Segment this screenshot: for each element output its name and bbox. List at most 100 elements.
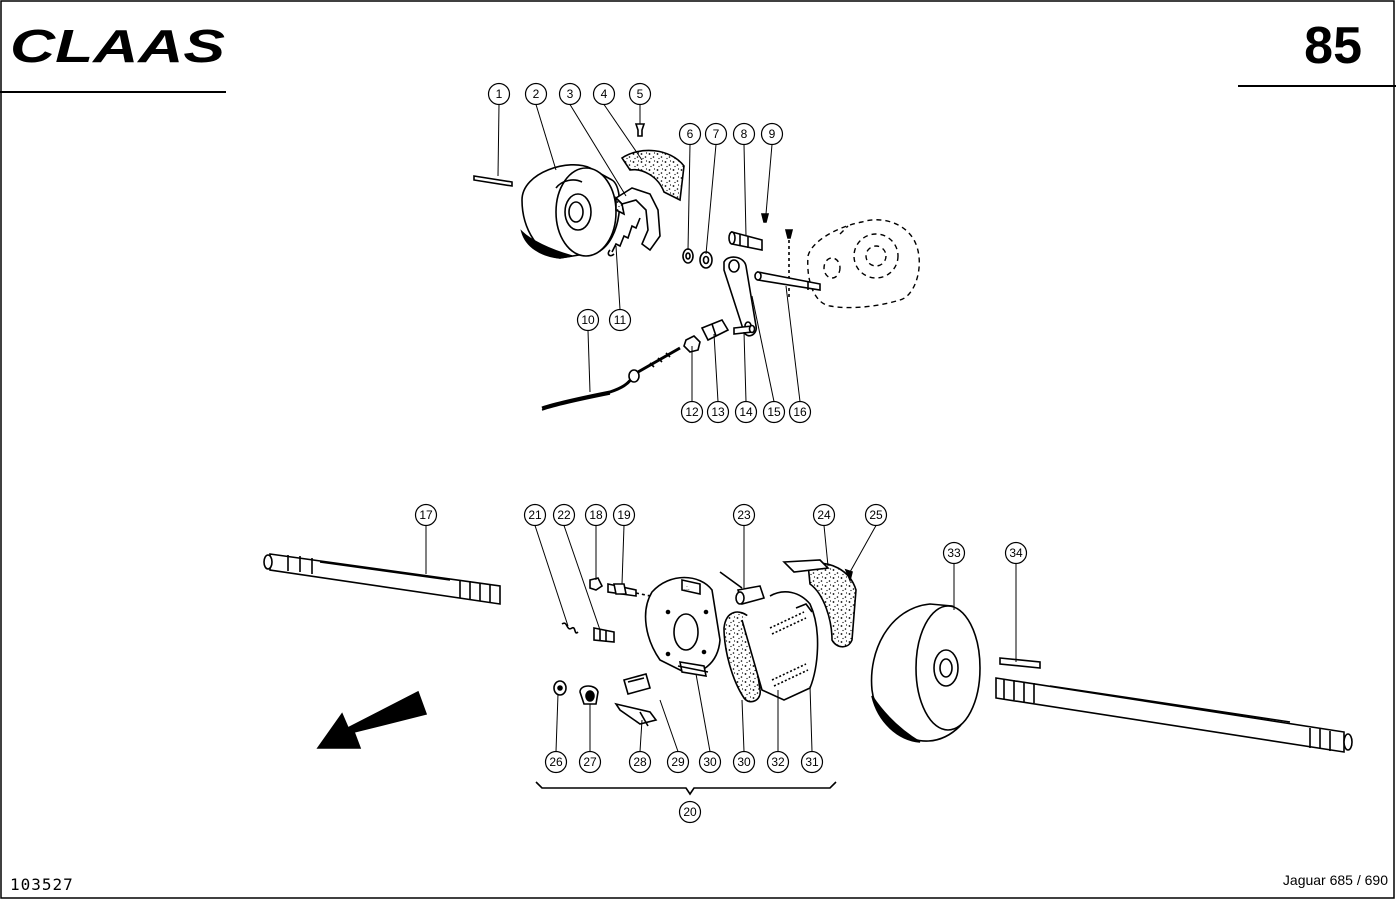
leader-line bbox=[785, 285, 801, 402]
callout-5: 5 bbox=[628, 82, 652, 106]
callout-label: 23 bbox=[737, 508, 751, 522]
part-nut-12 bbox=[683, 335, 701, 353]
callout-12: 12 bbox=[680, 400, 704, 424]
callout-circle bbox=[760, 122, 784, 146]
part-clip-29 bbox=[677, 665, 709, 673]
part-lever-15 bbox=[723, 256, 758, 337]
callout-label: 10 bbox=[581, 313, 595, 327]
callout-circle bbox=[628, 750, 652, 774]
callout-10: 10 bbox=[576, 308, 600, 332]
callout-circle bbox=[592, 82, 616, 106]
callout-label: 7 bbox=[713, 127, 720, 141]
part-washer-6 bbox=[682, 248, 694, 264]
callout-label: 34 bbox=[1009, 546, 1023, 560]
leader-line bbox=[809, 685, 813, 752]
part-washer-7 bbox=[699, 251, 713, 269]
callout-circle bbox=[558, 82, 582, 106]
callout-17: 17 bbox=[414, 503, 438, 527]
callout-label: 18 bbox=[589, 508, 603, 522]
part-key-33 bbox=[999, 657, 1041, 669]
callout-circle bbox=[578, 750, 602, 774]
leader-line bbox=[603, 104, 643, 161]
leader-line bbox=[695, 673, 711, 752]
callout-24: 24 bbox=[812, 503, 836, 527]
leader-line bbox=[823, 525, 829, 567]
leader-line bbox=[713, 333, 719, 402]
part-block-27 bbox=[623, 673, 651, 695]
leader-line bbox=[555, 693, 559, 752]
callout-1: 1 bbox=[487, 82, 511, 106]
callout-label: 11 bbox=[614, 313, 627, 327]
leader-line bbox=[705, 144, 717, 255]
lower-assembly: .:. bbox=[263, 553, 1353, 796]
callout-label: 30 bbox=[703, 755, 717, 769]
leader-line bbox=[741, 699, 745, 752]
brand-logo: CLAAS bbox=[10, 20, 225, 72]
callout-label: 4 bbox=[601, 87, 608, 101]
callout-label: 12 bbox=[685, 405, 699, 419]
part-lever-28 bbox=[614, 702, 658, 727]
leader-line bbox=[751, 295, 775, 402]
callout-26: 26 bbox=[544, 750, 568, 774]
callout-circle bbox=[1004, 541, 1028, 565]
callout-circle bbox=[584, 503, 608, 527]
callout-18: 18 bbox=[584, 503, 608, 527]
part-pin-16 bbox=[754, 271, 821, 291]
callout-31: 31 bbox=[800, 750, 824, 774]
part-brake-shoe-3 bbox=[614, 187, 661, 252]
callout-circle bbox=[734, 400, 758, 424]
part-lining-24 bbox=[782, 559, 857, 648]
leader-line bbox=[659, 699, 679, 752]
part-clevis-13 bbox=[700, 319, 730, 342]
callout-label: 25 bbox=[869, 508, 883, 522]
leader-line bbox=[569, 104, 627, 197]
callout-13: 13 bbox=[706, 400, 730, 424]
callout-circle bbox=[706, 400, 730, 424]
callout-circle bbox=[612, 503, 636, 527]
callout-circle bbox=[864, 503, 888, 527]
callout-label: 28 bbox=[633, 755, 647, 769]
callout-16: 16 bbox=[788, 400, 812, 424]
model-label: Jaguar 685 / 690 bbox=[1283, 872, 1388, 888]
callout-circle bbox=[666, 750, 690, 774]
callout-30: 30 bbox=[732, 750, 756, 774]
group-bracket-20 bbox=[535, 781, 837, 796]
callout-11: 11 bbox=[608, 308, 632, 332]
leader-line bbox=[587, 330, 591, 393]
callout-21: 21 bbox=[523, 503, 547, 527]
leader-line bbox=[563, 525, 601, 631]
leader-lines bbox=[425, 104, 1017, 752]
callout-circle bbox=[576, 308, 600, 332]
callout-label: 15 bbox=[767, 405, 781, 419]
callout-label: 24 bbox=[817, 508, 831, 522]
callout-circle bbox=[524, 82, 548, 106]
callout-25: 25 bbox=[864, 503, 888, 527]
direction-arrow bbox=[316, 690, 428, 749]
callout-23: 23 bbox=[732, 503, 756, 527]
callout-label: 19 bbox=[617, 508, 631, 522]
leader-line bbox=[743, 144, 747, 237]
callout-circle bbox=[608, 308, 632, 332]
callout-label: 32 bbox=[771, 755, 785, 769]
upper-assembly bbox=[473, 123, 920, 411]
callout-33: 33 bbox=[942, 541, 966, 565]
callout-label: 13 bbox=[711, 405, 725, 419]
callout-circle bbox=[788, 400, 812, 424]
part-brake-shoe-30 bbox=[723, 591, 819, 703]
svg-text:.:.: .:. bbox=[684, 585, 690, 592]
part-pin-9 bbox=[760, 213, 794, 300]
callout-15: 15 bbox=[762, 400, 786, 424]
callout-label: 9 bbox=[769, 127, 776, 141]
leader-line bbox=[535, 104, 557, 171]
part-rivet-25 bbox=[844, 568, 853, 583]
part-nut-26 bbox=[553, 680, 567, 696]
callout-6: 6 bbox=[678, 122, 702, 146]
footer: 103527 Jaguar 685 / 690 bbox=[10, 872, 1388, 894]
callout-label: 17 bbox=[419, 508, 433, 522]
callout-9: 9 bbox=[760, 122, 784, 146]
callout-7: 7 bbox=[704, 122, 728, 146]
callout-30: 30 bbox=[698, 750, 722, 774]
part-cap-27 bbox=[579, 685, 599, 705]
